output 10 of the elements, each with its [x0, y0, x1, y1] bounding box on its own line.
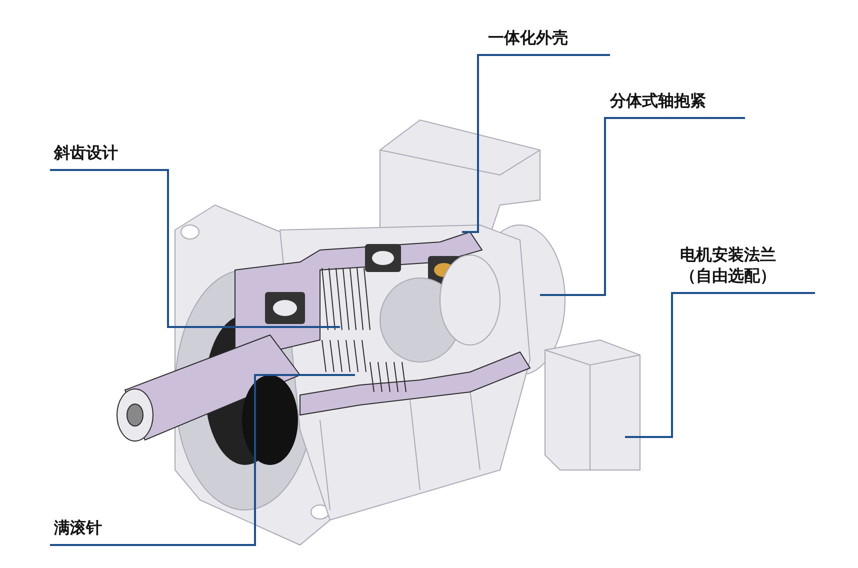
leader-line — [50, 169, 340, 328]
callout-label: 满滚针 — [54, 517, 103, 539]
leader-line — [462, 54, 610, 233]
leader-line — [625, 292, 815, 438]
leader-line — [540, 117, 745, 296]
callout-label: 斜齿设计 — [54, 142, 118, 164]
callout-label: 分体式轴抱紧 — [610, 90, 707, 112]
callout-label: 一体化外壳 — [488, 27, 568, 49]
callout-label: 电机安装法兰（自由选配） — [680, 244, 777, 287]
leader-line — [50, 374, 355, 546]
